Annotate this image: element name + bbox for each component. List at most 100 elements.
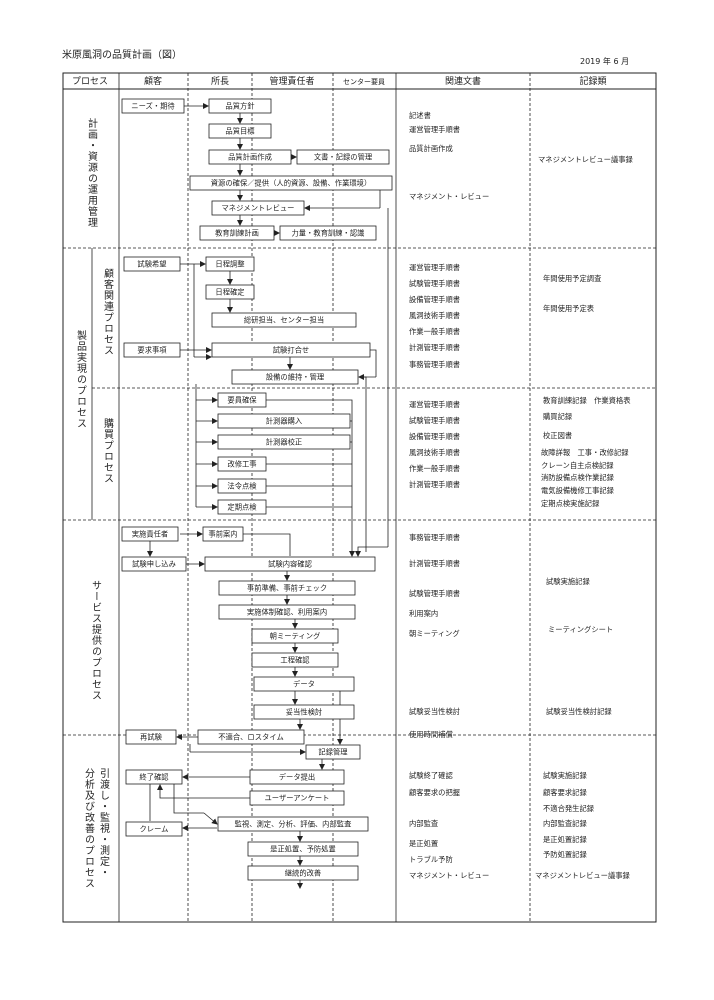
node-label: 日程確定 [215,288,244,297]
related-document: 設備管理手順書 [409,295,460,304]
node-label: 総研担当、センター担当 [244,316,324,325]
record-item: ミーティングシート [548,625,613,634]
node-resources: 資源の確保／提供（人的資源、設備、作業環境） [189,175,393,191]
record-item: 年間使用予定調査 [543,274,602,283]
node-periodic: 定期点検 [217,499,267,515]
node-schedule-adjust: 日程調整 [205,256,255,272]
node-modify: 改修工事 [217,456,267,472]
node-label: 要員確保 [227,396,257,405]
node-label: 日程調整 [215,260,245,269]
node-label: ニーズ・期待 [131,102,175,111]
related-document: トラブル予防 [409,855,453,864]
related-document: 試験管理手順書 [409,589,460,598]
related-document: 計測管理手順書 [409,559,460,568]
node-label: 是正処置、予防処置 [270,845,336,854]
node-claim: クレーム [125,821,183,837]
related-document: 作業一般手順書 [409,327,460,336]
node-confirm: 試験内容確認 [204,556,376,572]
page-title: 米原風洞の品質計画（図） [62,50,182,61]
flow-arrow [203,812,218,825]
record-item: 顧客要求記録 [543,788,587,797]
record-item: 試験実施記録 [543,771,587,780]
node-label: 法令点検 [227,482,257,491]
node-instr-cal: 計測器校正 [217,434,351,450]
record-item: 試験実施記録 [546,577,590,586]
node-label: 品質方針 [225,102,255,111]
node-label: 試験打合せ [273,346,309,355]
flow-arrow [355,546,388,557]
related-document: 運営管理手順書 [409,263,460,272]
node-label: 事前案内 [208,530,237,539]
node-label: 資源の確保／提供（人的資源、設備、作業環境） [211,179,372,188]
node-label: 品質計画作成 [228,153,272,162]
related-document: 試験妥当性検討 [409,707,460,716]
node-instr-buy: 計測器購入 [217,413,351,429]
node-label: 終了確認 [139,773,169,782]
section-product: 製品実現のプロセス [74,330,86,429]
record-item: 購買記録 [543,412,573,421]
flow-line [360,376,367,552]
record-item: 是正処置記録 [543,835,587,844]
flow-line [173,784,204,814]
section-purchase: 購買プロセス [101,418,113,484]
record-item: クレーン自主点検記録 [541,461,614,470]
node-survey: ユーザーアンケート [249,790,345,806]
node-label: 実施体制確認、利用案内 [247,608,327,617]
record-item: 不適合発生記録 [543,804,595,813]
related-document: 事務管理手順書 [409,360,460,369]
node-label: 試験内容確認 [268,560,312,569]
related-document: 作業一般手順書 [409,464,460,473]
related-document: 試験管理手順書 [409,279,460,288]
column-header: プロセス [72,76,108,87]
node-plan-make: 品質計画作成 [208,149,292,165]
node-label: 工程確認 [280,656,310,665]
related-document: 事務管理手順書 [409,533,460,542]
related-document: 運営管理手順書 [409,125,460,134]
node-label: 記録管理 [318,748,348,757]
node-equipment: 設備の維持・管理 [231,369,359,385]
node-label: 実施責任者 [132,530,168,539]
flow-line [370,349,377,377]
node-improve: 継続的改善 [247,865,359,881]
related-document: 顧客要求の把握 [409,788,460,797]
section-service: サービス提供のプロセス [89,580,101,701]
node-exec-person: 実施責任者 [121,526,179,542]
node-corrective: 是正処置、予防処置 [247,841,359,857]
node-label: 文書・記録の管理 [314,153,373,162]
node-test-meeting: 試験打合せ [211,342,371,358]
node-validity: 妥当性検討 [253,704,355,720]
record-item: 教育訓練記録 作業資格表 [543,396,631,405]
section-delivery-b: 分析及び改善のプロセス [82,768,94,889]
node-label: 改修工事 [227,460,256,469]
node-label: 試験申し込み [132,560,176,569]
node-needs: ニーズ・期待 [121,98,185,114]
record-item: 校正図書 [543,431,572,440]
node-mgmt-review: マネジメントレビュー [211,200,305,216]
node-assign: 総研担当、センター担当 [211,312,357,328]
related-document: マネジメント・レビュー [409,192,489,201]
node-label: データ提出 [279,773,315,782]
node-label: データ [293,680,315,689]
node-label: マネジメントレビュー [222,204,295,213]
node-label: クレーム [140,825,169,834]
node-label: 事前準備、事前チェック [247,584,327,593]
node-monitor: 監視、測定、分析、評価、内部監査 [217,816,369,832]
flow-line [243,533,291,556]
node-data-submit: データ提出 [249,769,345,785]
node-label: 定期点検 [227,503,257,512]
related-document: 朝ミーティング [409,629,460,638]
node-prep: 事前準備、事前チェック [218,580,356,596]
column-header: センター要員 [343,77,385,86]
section-delivery-a: 引渡し・監視・測定・ [97,768,109,878]
flow-arrow [157,784,250,799]
related-document: 計測管理手順書 [409,343,460,352]
node-test-request: 試験希望 [123,256,181,272]
node-label: 設備の維持・管理 [266,373,325,382]
node-legal: 法令点検 [217,478,267,494]
related-document: 試験終了確認 [409,771,453,780]
record-item: 試験妥当性検討記録 [546,707,612,716]
column-header: 関連文書 [445,75,481,87]
node-process-check: 工程確認 [251,652,339,668]
node-setup: 実施体制確認、利用案内 [218,604,356,620]
